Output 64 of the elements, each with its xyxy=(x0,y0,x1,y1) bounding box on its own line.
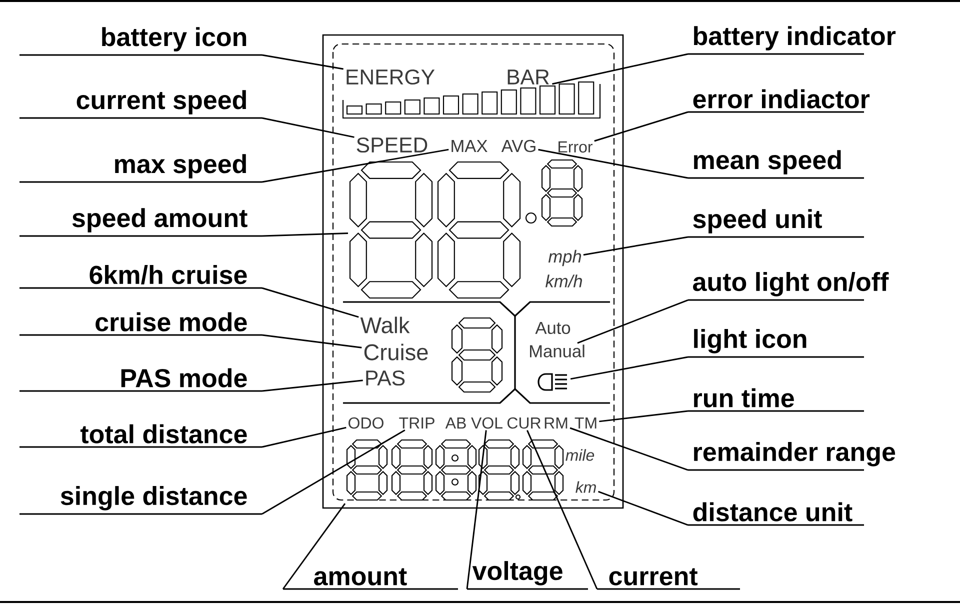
callout-label: auto light on/off xyxy=(688,272,889,301)
segment-label: km xyxy=(576,481,596,493)
callout-label: amount xyxy=(283,568,458,590)
leader-line xyxy=(282,503,346,590)
callout-label: error indiactor xyxy=(688,89,870,113)
callout-label: 6km/h cruise xyxy=(19,265,262,289)
callout-label: current speed xyxy=(19,90,262,119)
callout-label: battery indicator xyxy=(688,26,896,55)
segment-label: Walk xyxy=(360,316,410,334)
leader-line xyxy=(577,299,688,344)
leader-line xyxy=(262,429,406,515)
segment-digits xyxy=(346,439,564,501)
segment-label: Error xyxy=(558,141,593,153)
leader-line xyxy=(538,148,688,179)
leader-line xyxy=(552,53,688,85)
segment-label: Auto xyxy=(535,322,570,334)
segment-label: Manual xyxy=(530,344,584,358)
leader-line xyxy=(262,54,344,70)
callout-label: PAS mode xyxy=(19,368,262,392)
leader-line xyxy=(583,236,688,256)
segment-label: TM xyxy=(574,418,596,428)
segment-label: MAX xyxy=(452,140,488,152)
leader-line xyxy=(262,334,362,348)
leader-line xyxy=(594,111,688,142)
segment-label: BAR xyxy=(508,70,549,84)
segment-label: VOL xyxy=(471,417,502,429)
segment-label: ENERGY xyxy=(346,69,435,85)
leader-line xyxy=(570,427,688,471)
leader-line xyxy=(262,148,449,183)
callout-label: distance unit xyxy=(688,502,864,526)
segment-label: ODO xyxy=(348,417,384,429)
callout-label: battery icon xyxy=(19,27,262,56)
callout-label: mean speed xyxy=(688,150,864,179)
callout-label: speed amount xyxy=(19,208,262,237)
segment-label: TRIP xyxy=(399,418,434,428)
callout-label: remainder range xyxy=(688,442,896,471)
segment-digits xyxy=(349,161,537,299)
leader-line xyxy=(262,232,348,237)
segment-label: AVG xyxy=(501,140,536,152)
leader-line xyxy=(262,117,354,138)
leader-line xyxy=(570,356,688,380)
leader-line xyxy=(262,287,359,318)
segment-label: mph xyxy=(548,250,582,266)
callout-label: light icon xyxy=(688,329,864,358)
leader-line xyxy=(599,410,688,422)
light-icon xyxy=(538,373,567,391)
callout-label: run time xyxy=(688,388,864,412)
callout-label: single distance xyxy=(19,486,262,515)
callout-label: max speed xyxy=(19,154,262,183)
segment-label: SPEED xyxy=(356,137,428,153)
callout-label: speed unit xyxy=(688,209,864,238)
leader-line xyxy=(466,430,487,590)
leader-line xyxy=(262,380,363,392)
segment-label: CUR xyxy=(508,417,541,429)
segment-label: RM xyxy=(544,418,568,428)
segment-label: Cruise xyxy=(364,344,428,360)
segment-label: PAS xyxy=(366,370,405,386)
leader-line xyxy=(262,426,346,448)
leader-line xyxy=(598,490,688,526)
callout-label: cruise mode xyxy=(19,312,262,336)
segment-label: mile xyxy=(566,449,594,461)
callout-label: total distance xyxy=(19,424,262,448)
callout-label: current xyxy=(597,568,740,590)
callout-label: voltage xyxy=(467,561,588,590)
